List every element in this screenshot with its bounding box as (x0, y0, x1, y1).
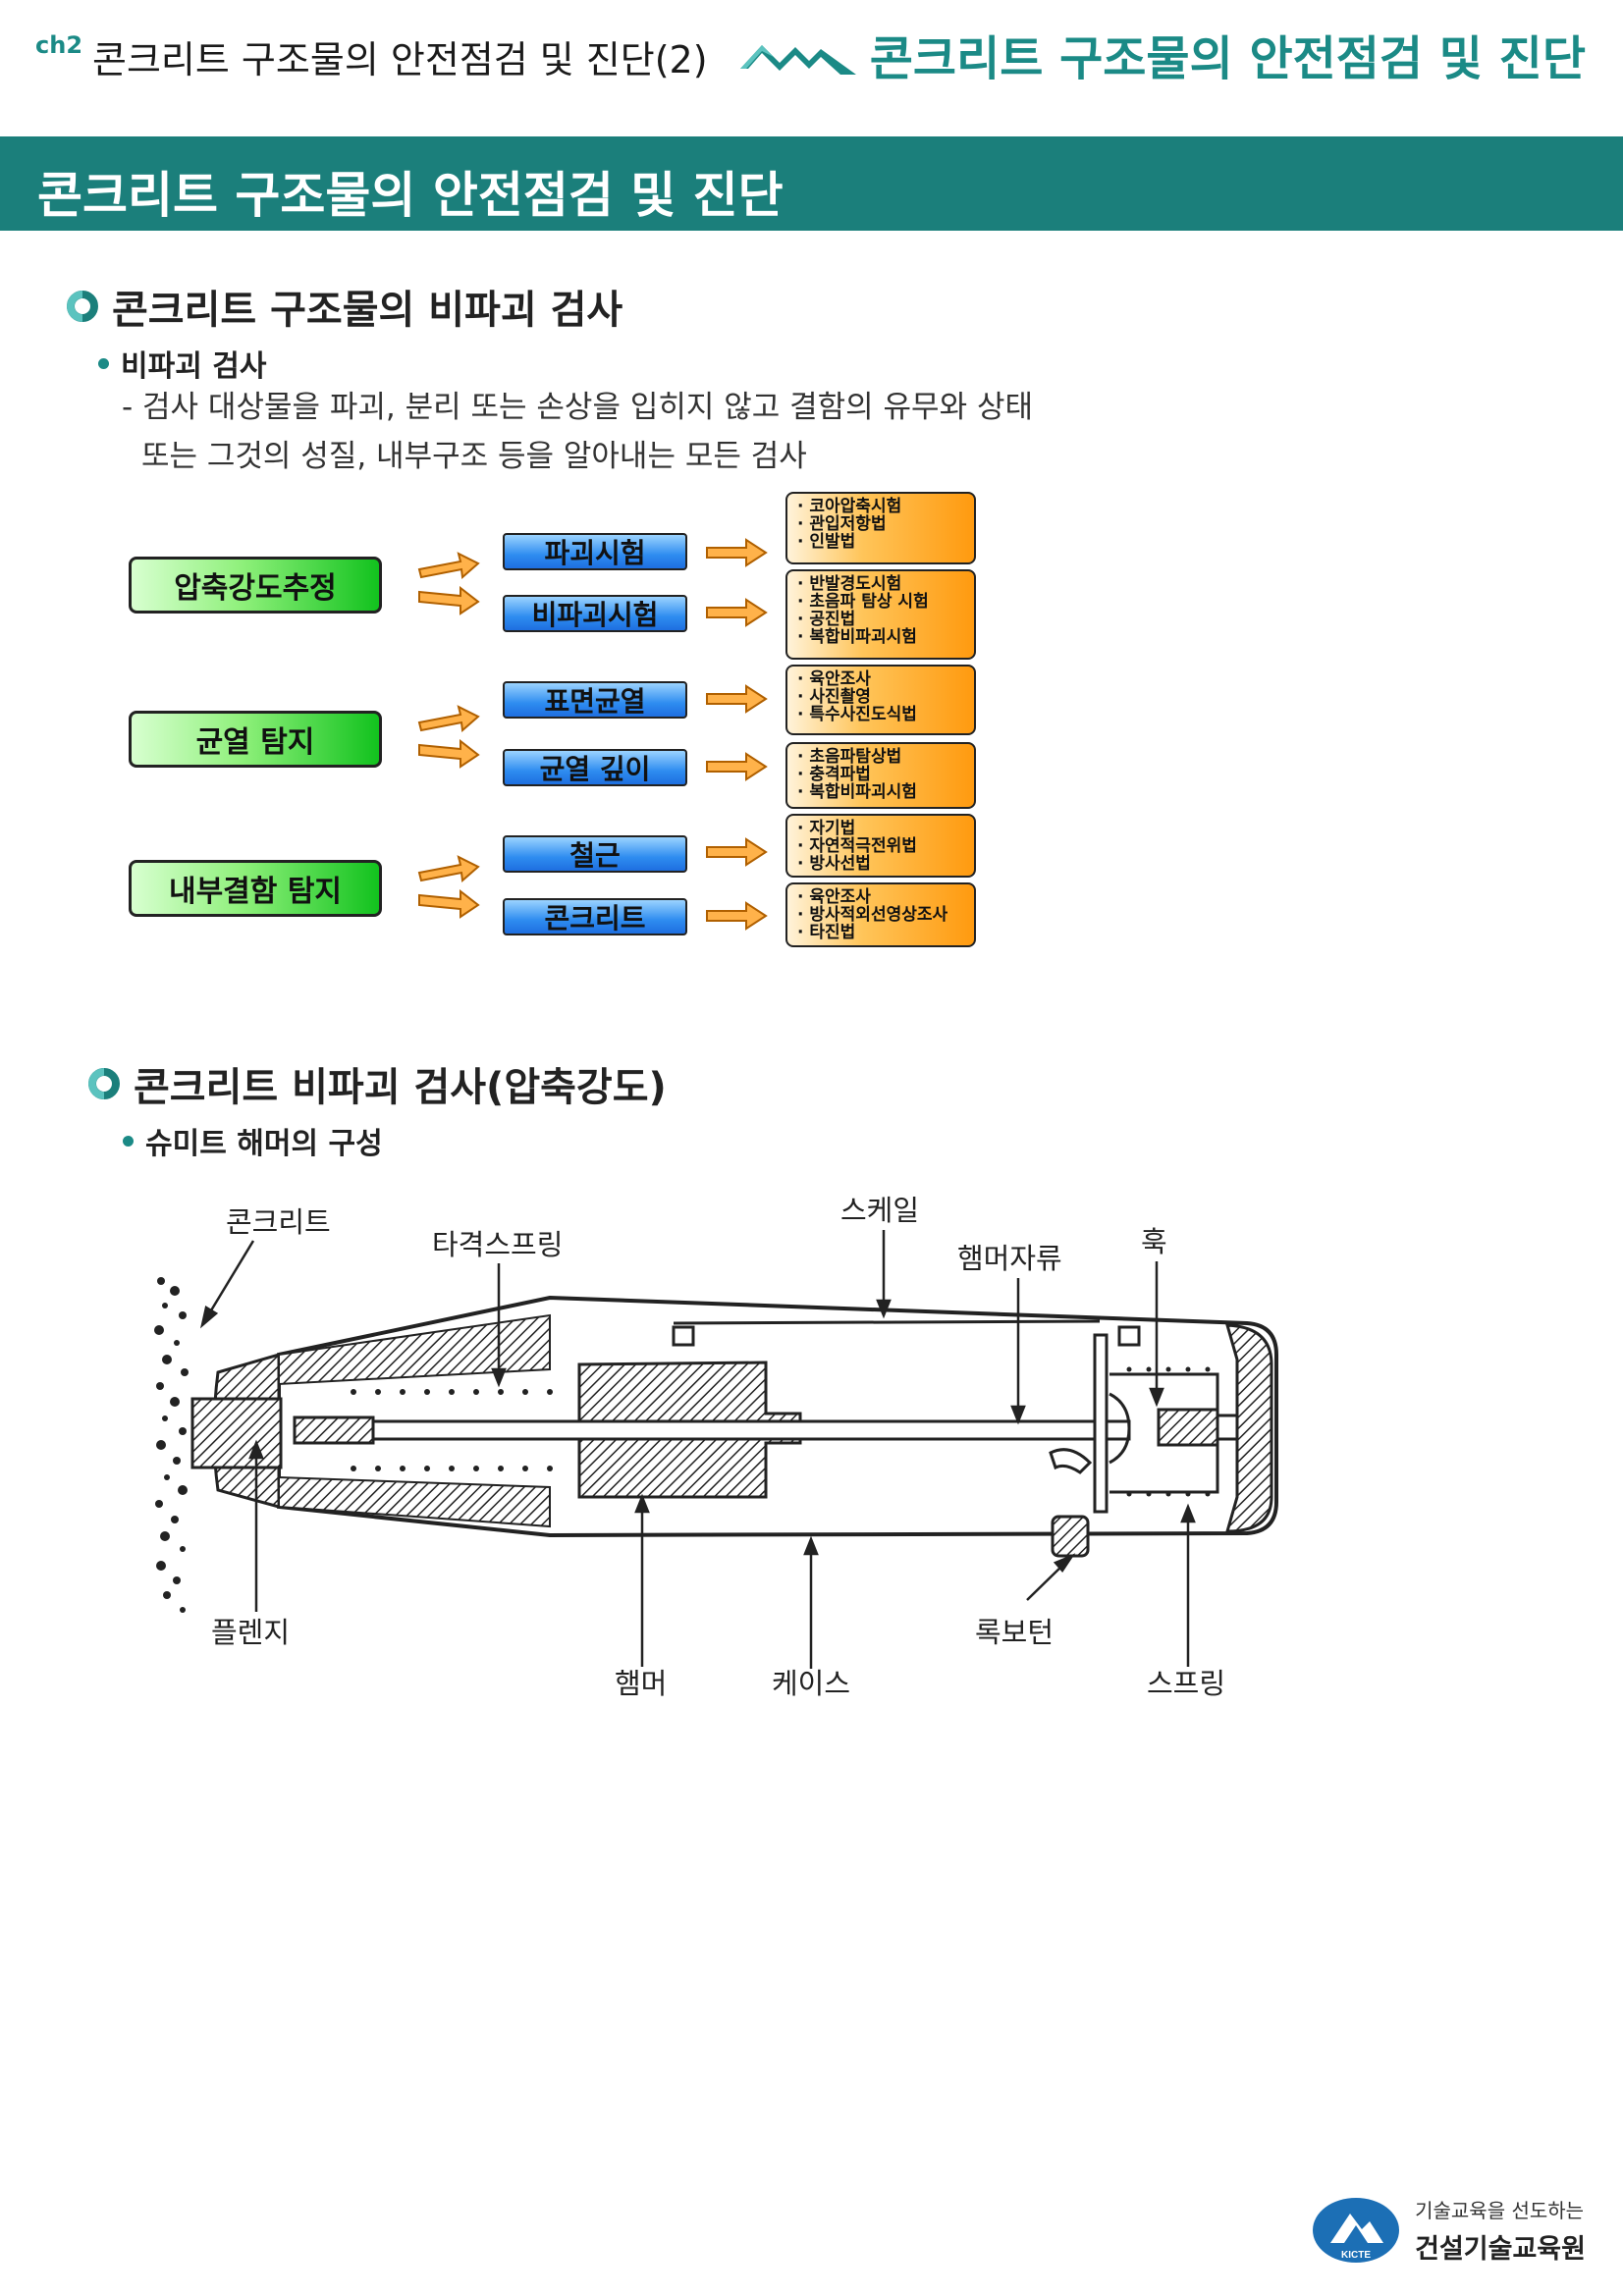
end-cap (1224, 1323, 1273, 1533)
section-title: 콘크리트 구조물의 비파괴 검사 (112, 288, 623, 333)
arrow-icon (706, 901, 768, 931)
technique-item: 공진법 (797, 611, 964, 628)
subheading-ndt: 비파괴 검사 (98, 342, 266, 385)
arrow-icon (418, 889, 480, 919)
technique-item: 코아압축시험 (797, 498, 964, 515)
arrow-icon (706, 837, 768, 867)
technique-item: 사진촬영 (797, 688, 964, 706)
case-wall-top (278, 1313, 551, 1386)
lock-button (1051, 1515, 1090, 1558)
arrow-icon (418, 739, 480, 769)
footer-brand: KICTE 기술교육을 선도하는 건설기술교육원 (1311, 2195, 1586, 2266)
technique-item: 복합비파괴시험 (797, 783, 964, 801)
technique-box-surface-crack: 육안조사 사진촬영 특수사진도식법 (785, 665, 976, 735)
technique-item: 초음파탐상법 (797, 748, 964, 766)
section-title: 콘크리트 비파괴 검사(압축강도) (134, 1065, 667, 1110)
label-hook: 훅 (1141, 1225, 1167, 1258)
subheading-schmidt: 슈미트 해머의 구성 (123, 1119, 383, 1162)
label-concrete: 콘크리트 (226, 1205, 331, 1239)
arrow-icon (418, 586, 480, 615)
hook (1109, 1392, 1131, 1465)
banner-title: 콘크리트 구조물의 안전점검 및 진단 (37, 167, 784, 224)
method-box-destructive: 파괴시험 (503, 533, 687, 570)
section-heading-compressive: 콘크리트 비파괴 검사(압축강도) (88, 1055, 667, 1112)
label-hammer: 햄머 (615, 1667, 668, 1700)
technique-item: 특수사진도식법 (797, 706, 964, 723)
label-spring: 스프링 (1147, 1667, 1226, 1700)
category-box-crack-detection: 균열 탐지 (129, 711, 382, 768)
technique-box-crack-depth: 초음파탐상법 충격파법 복합비파괴시험 (785, 742, 976, 809)
category-box-compressive-strength: 압축강도추정 (129, 557, 382, 614)
technique-item: 방사적외선영상조사 (797, 906, 964, 924)
dot-bullet-icon (98, 357, 109, 369)
technique-item: 육안조사 (797, 888, 964, 906)
wave-logo-icon (739, 45, 856, 75)
arrow-icon (706, 684, 768, 714)
arrow-icon (706, 752, 768, 781)
dot-bullet-icon (123, 1135, 134, 1147)
arrow-icon (417, 552, 480, 579)
footer-slogan: 기술교육을 선도하는 (1415, 2199, 1585, 2222)
label-lock-button: 록보턴 (975, 1616, 1055, 1649)
footer-org-name: 건설기술교육원 (1415, 2234, 1586, 2265)
method-box-crack-depth: 균열 깊이 (503, 749, 687, 786)
method-box-surface-crack: 표면균열 (503, 681, 687, 719)
subheading-title: 슈미트 해머의 구성 (145, 1127, 383, 1161)
title-banner: 콘크리트 구조물의 안전점검 및 진단 (0, 136, 1623, 231)
ring-bullet-icon (88, 1068, 120, 1099)
arrow-icon (706, 538, 768, 567)
method-box-rebar: 철근 (503, 835, 687, 873)
technique-box-concrete: 육안조사 방사적외선영상조사 타진법 (785, 882, 976, 947)
category-box-internal-defect: 내부결함 탐지 (129, 860, 382, 917)
kicte-emblem-icon: KICTE (1313, 2198, 1400, 2263)
method-box-nondestructive: 비파괴시험 (503, 595, 687, 632)
brand-title: 콘크리트 구조물의 안전점검 및 진단 (869, 31, 1586, 86)
method-box-concrete: 콘크리트 (503, 898, 687, 935)
description-line-1: - 검사 대상물을 파괴, 분리 또는 손상을 입히지 않고 결함의 유무와 상… (122, 390, 1033, 425)
section-heading-ndt: 콘크리트 구조물의 비파괴 검사 (67, 278, 622, 335)
arrow-icon (417, 855, 480, 882)
chapter-badge: ch2 (35, 31, 83, 59)
technique-item: 충격파법 (797, 766, 964, 783)
hammer-case (277, 1295, 1278, 1538)
case-wall-bottom (278, 1475, 551, 1528)
technique-item: 타진법 (797, 924, 964, 941)
guide-rod (371, 1419, 1131, 1441)
striking-spring (351, 1389, 553, 1471)
technique-item: 인발법 (797, 533, 964, 551)
plunger (190, 1397, 283, 1469)
label-guide-rod: 햄머자류 (957, 1242, 1062, 1275)
technique-item: 자연적극전위법 (797, 837, 964, 855)
technique-box-rebar: 자기법 자연적극전위법 방사선법 (785, 814, 976, 878)
description-line-2: 또는 그것의 성질, 내부구조 등을 알아내는 모든 검사 (141, 439, 807, 474)
technique-item: 자기법 (797, 820, 964, 837)
arrow-icon (417, 705, 480, 732)
chapter-header: ch2 콘크리트 구조물의 안전점검 및 진단(2) (35, 33, 708, 81)
technique-item: 초음파 탐상 시험 (797, 593, 964, 611)
concrete-surface (154, 1271, 192, 1620)
emblem-text: KICTE (1341, 2250, 1371, 2261)
technique-box-nondestructive: 반발경도시험 초음파 탐상 시험 공진법 복합비파괴시험 (785, 569, 976, 660)
brand-header: 콘크리트 구조물의 안전점검 및 진단 (739, 31, 1586, 86)
chapter-title: 콘크리트 구조물의 안전점검 및 진단(2) (92, 38, 708, 81)
ring-bullet-icon (67, 291, 98, 322)
technique-item: 반발경도시험 (797, 575, 964, 593)
label-striking-spring: 타격스프링 (432, 1228, 564, 1261)
technique-item: 방사선법 (797, 855, 964, 873)
label-scale: 스케일 (840, 1194, 920, 1227)
arrow-icon (706, 598, 768, 627)
technique-item: 관입저항법 (797, 515, 964, 533)
technique-box-destructive: 코아압축시험 관입저항법 인발법 (785, 492, 976, 564)
technique-item: 복합비파괴시험 (797, 628, 964, 646)
technique-item: 육안조사 (797, 670, 964, 688)
subheading-title: 비파괴 검사 (121, 349, 267, 384)
label-plunger: 플렌지 (211, 1616, 291, 1649)
label-case: 케이스 (772, 1667, 851, 1700)
